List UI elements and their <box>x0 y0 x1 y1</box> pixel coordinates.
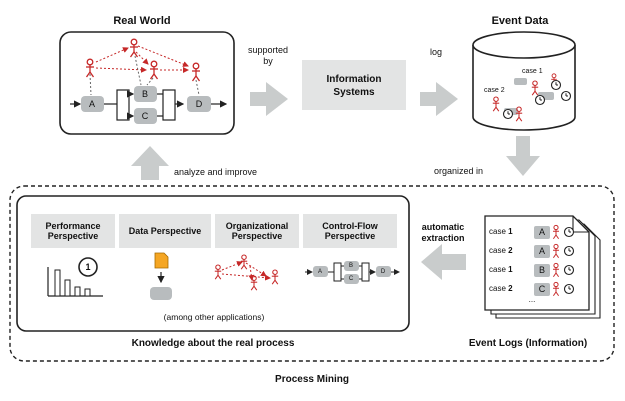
data-perspective-header: Data Perspective <box>119 214 211 248</box>
node-b <box>134 86 157 102</box>
among-other-applications-note: (among other applications) <box>163 312 265 322</box>
case-1-label: case 1 <box>522 68 543 75</box>
node-c <box>134 108 157 124</box>
knowledge-label: Knowledge about the real process <box>131 338 295 349</box>
information-systems-box <box>302 60 406 110</box>
event-data-title: Event Data <box>491 15 549 27</box>
real-world-panel <box>59 31 235 135</box>
case-2-label: case 2 <box>484 87 505 94</box>
control-flow-model-icon <box>305 261 400 284</box>
organized-in-arrow <box>506 136 540 176</box>
mini-node-b: B <box>348 263 354 269</box>
performance-icon-value: 1 <box>85 262 91 272</box>
event-log-row-1-activity: A <box>538 227 546 237</box>
mini-node-a: A <box>317 269 323 275</box>
supported-by-label: supported by <box>247 45 289 67</box>
analyze-and-improve-label: analyze and improve <box>174 167 258 177</box>
organizational-perspective-header: Organizational Perspective <box>215 214 299 248</box>
data-document-icon <box>150 252 172 300</box>
performance-chart-icon <box>47 257 103 297</box>
process-mining-frame <box>9 185 615 362</box>
supported-by-arrow <box>250 82 288 116</box>
process-mining-label: Process Mining <box>275 374 349 385</box>
real-world-title: Real World <box>113 15 171 27</box>
node-b-label: B <box>141 89 149 99</box>
information-systems-label: Information Systems <box>326 74 382 98</box>
event-log-document <box>484 215 601 319</box>
event-log-row-2-case: case 2 <box>489 246 513 255</box>
analyze-improve-arrow <box>131 146 169 180</box>
node-d <box>187 96 211 112</box>
event-log-row-3-case: case 1 <box>489 265 513 274</box>
node-a <box>81 96 104 112</box>
mini-node-d: D <box>380 269 386 275</box>
node-c-label: C <box>141 111 149 121</box>
event-data-cylinder <box>472 31 576 131</box>
log-label: log <box>429 47 443 57</box>
event-log-row-1-case: case 1 <box>489 227 513 236</box>
event-logs-label: Event Logs (Information) <box>468 338 588 349</box>
control-flow-perspective-header: Control-Flow Perspective <box>303 214 397 248</box>
mini-node-c: C <box>348 276 354 282</box>
automatic-extraction-arrow <box>421 244 466 280</box>
event-log-ellipsis: ... <box>528 295 536 304</box>
event-log-row-4-activity: C <box>538 284 546 294</box>
automatic-extraction-label: automatic extraction <box>421 222 465 244</box>
organizational-network-icon <box>214 254 279 291</box>
node-a-label: A <box>88 99 96 109</box>
event-log-row-2-activity: A <box>538 246 546 256</box>
log-arrow <box>420 82 458 116</box>
organized-in-label: organized in <box>434 166 484 176</box>
event-log-row-4-case: case 2 <box>489 284 513 293</box>
event-log-row-3-activity: B <box>538 265 546 275</box>
performance-perspective-header: Performance Perspective <box>31 214 115 248</box>
node-d-label: D <box>195 99 203 109</box>
